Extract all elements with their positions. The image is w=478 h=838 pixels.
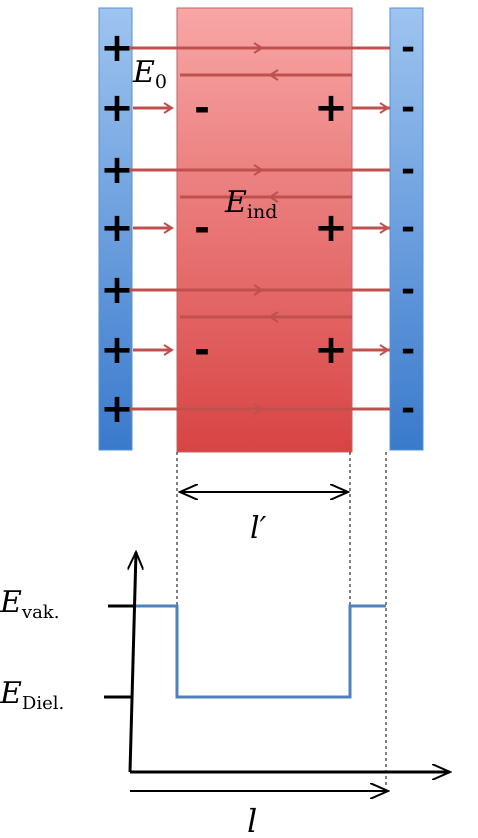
- gap-arrowhead: [163, 102, 174, 114]
- e-ind-arrowhead: [268, 191, 279, 203]
- plate-positive-charge: +: [100, 386, 134, 432]
- e0-label: E0: [132, 55, 167, 93]
- plate-positive-charge: +: [100, 25, 134, 71]
- dielectric-slab: [176, 7, 353, 453]
- l-prime-label: l′: [250, 511, 267, 546]
- field-profile-curve: [136, 604, 386, 699]
- e0-arrowhead: [253, 42, 264, 54]
- field-lines: [130, 42, 390, 415]
- plate-negative-charge: -: [401, 389, 415, 429]
- dielectric-negative-charge: -: [194, 206, 210, 250]
- gap-arrowhead: [163, 344, 174, 356]
- l-label: l: [247, 802, 257, 838]
- dielectric-positive-charge: +: [314, 327, 348, 373]
- plate-positive-charge: +: [100, 267, 134, 313]
- plate-positive-charge: +: [100, 85, 134, 131]
- gap-arrowhead: [379, 344, 390, 356]
- plate-negative-charge: -: [401, 330, 415, 370]
- e0-arrowhead: [253, 284, 264, 296]
- y-axis: [130, 552, 136, 773]
- dielectric-positive-charge: +: [314, 205, 348, 251]
- dielectric-positive-charge: +: [314, 85, 348, 131]
- gap-arrowhead: [163, 222, 174, 234]
- left-plate: [98, 7, 133, 451]
- plate-negative-charge: -: [401, 270, 415, 310]
- e-ind-label: Eind: [224, 185, 277, 223]
- e-ind-arrowhead: [268, 311, 279, 323]
- e0-arrowhead: [253, 403, 264, 415]
- plate-negative-charge: -: [401, 88, 415, 128]
- plate-negative-charge: -: [401, 150, 415, 190]
- e0-arrowhead: [253, 164, 264, 176]
- plate-negative-charge: -: [401, 28, 415, 68]
- e-ind-arrowhead: [268, 69, 279, 81]
- plate-positive-charge: +: [100, 327, 134, 373]
- right-plate: [389, 7, 424, 451]
- e-vak-label: Evak.: [0, 585, 59, 623]
- plate-positive-charge: +: [100, 205, 134, 251]
- e-diel-label: EDiel.: [0, 676, 64, 714]
- plate-negative-charge: -: [401, 208, 415, 248]
- dielectric-negative-charge: -: [194, 328, 210, 372]
- charges: + + + + + + + - - - - - - - - - - + + +: [100, 25, 415, 432]
- dielectric-negative-charge: -: [194, 86, 210, 130]
- plate-positive-charge: +: [100, 147, 134, 193]
- gap-arrowhead: [379, 102, 390, 114]
- gap-arrowhead: [379, 222, 390, 234]
